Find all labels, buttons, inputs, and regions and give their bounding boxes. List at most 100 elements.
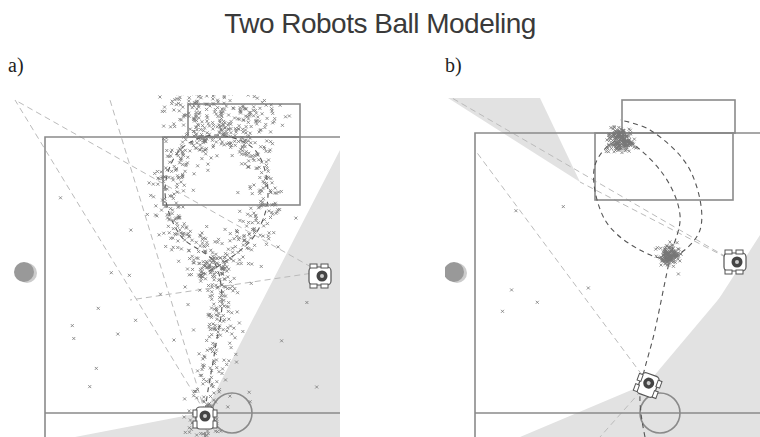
- particle: [177, 206, 180, 209]
- particle: [204, 152, 207, 155]
- particle: [199, 280, 202, 283]
- particle: [244, 139, 247, 142]
- particle: [234, 245, 237, 248]
- particle: [188, 96, 191, 99]
- particle: [215, 318, 218, 321]
- particle: [221, 242, 224, 245]
- view-ray: [475, 150, 648, 383]
- particle: [183, 184, 186, 187]
- particle: [191, 268, 194, 271]
- particle: [260, 128, 263, 131]
- particle: [262, 145, 265, 148]
- particle: [241, 128, 244, 131]
- particle: [201, 238, 204, 241]
- particle: [205, 95, 208, 97]
- particle: [562, 205, 565, 208]
- particle: [149, 194, 152, 197]
- particle: [239, 106, 242, 109]
- particle: [265, 204, 268, 207]
- particle: [625, 148, 628, 151]
- particle: [218, 388, 221, 391]
- particle: [152, 183, 155, 186]
- particle: [210, 384, 213, 387]
- particle: [236, 231, 239, 234]
- particle: [192, 130, 195, 133]
- particle: [624, 142, 627, 145]
- particle: [238, 321, 241, 324]
- particle: [620, 151, 623, 154]
- particle: [219, 114, 222, 117]
- view-ray: [110, 100, 205, 412]
- particle: [678, 259, 681, 262]
- particle: [628, 150, 631, 153]
- particle: [211, 275, 214, 278]
- particle: [229, 325, 232, 328]
- particle: [148, 181, 151, 184]
- particle: [206, 103, 209, 106]
- particle: [203, 245, 206, 248]
- particle: [259, 129, 262, 132]
- particle: [234, 127, 237, 130]
- particle: [613, 125, 616, 128]
- particle: [213, 278, 216, 281]
- particle: [229, 123, 232, 126]
- particle: [230, 346, 233, 349]
- particle: [615, 140, 618, 143]
- particle: [263, 126, 266, 129]
- particle: [245, 225, 248, 228]
- particle: [240, 136, 243, 139]
- panel-label: a): [8, 54, 24, 77]
- particle: [265, 160, 268, 163]
- particle: [88, 385, 91, 388]
- goal-area: [595, 133, 733, 200]
- particle: [208, 313, 211, 316]
- particle: [622, 130, 625, 133]
- particle: [183, 416, 186, 419]
- particle: [262, 186, 265, 189]
- particle: [257, 206, 260, 209]
- particle: [245, 154, 248, 157]
- particle: [224, 295, 227, 298]
- particle: [215, 366, 218, 369]
- particle: [229, 287, 232, 290]
- particle: [236, 230, 239, 233]
- particle: [202, 129, 205, 132]
- particle: [274, 187, 277, 190]
- particle: [212, 359, 215, 362]
- particle: [227, 359, 230, 362]
- particle: [258, 176, 261, 179]
- panel-label: b): [445, 54, 462, 77]
- particle: [221, 272, 224, 275]
- particle: [622, 139, 625, 142]
- particle: [271, 112, 274, 115]
- particle: [221, 272, 224, 275]
- particle: [633, 138, 636, 141]
- particle: [288, 114, 291, 117]
- particle: [164, 166, 167, 169]
- particle: [271, 213, 274, 216]
- particle: [214, 253, 217, 256]
- particle: [267, 235, 270, 238]
- view-ray: [130, 272, 320, 300]
- particle: [219, 256, 222, 259]
- particle: [173, 125, 176, 128]
- particle: [192, 328, 195, 331]
- particle-cloud: [59, 95, 340, 437]
- particle: [265, 104, 268, 107]
- particle: [259, 200, 262, 203]
- particle: [241, 256, 244, 259]
- particle: [225, 330, 228, 333]
- particle: [186, 156, 189, 159]
- particle: [237, 251, 240, 254]
- center-circle: [640, 393, 680, 433]
- particle: [269, 177, 272, 180]
- particle: [253, 154, 256, 157]
- particle: [172, 246, 175, 249]
- particle: [163, 175, 166, 178]
- field-panel: [445, 98, 760, 437]
- particle: [219, 334, 222, 337]
- particle: [162, 232, 165, 235]
- particle: [233, 237, 236, 240]
- particle: [270, 103, 273, 106]
- particle: [271, 181, 274, 184]
